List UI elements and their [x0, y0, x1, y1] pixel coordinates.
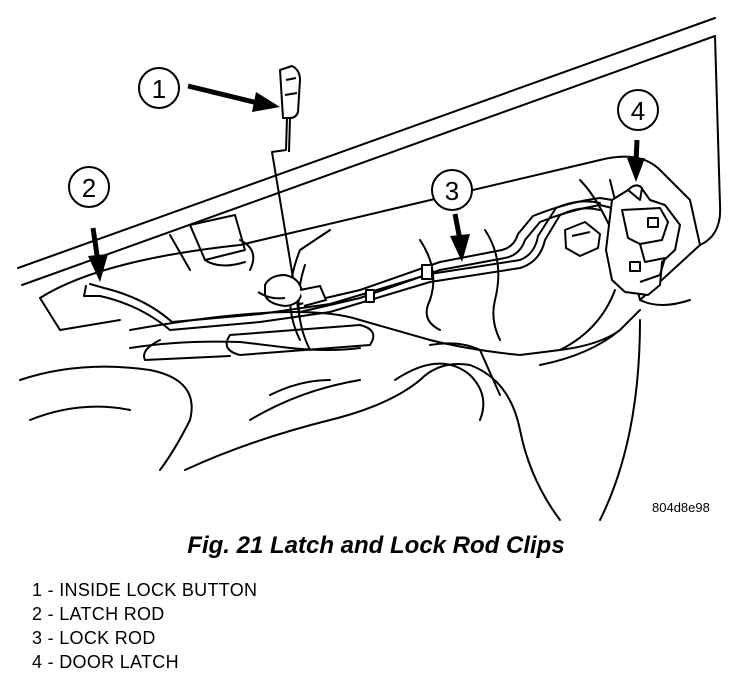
- callout-2: 2: [68, 166, 110, 282]
- legend-separator: -: [42, 604, 60, 624]
- legend-number: 2: [32, 604, 43, 624]
- legend-number: 3: [32, 628, 43, 648]
- legend-item: 4 - DOOR LATCH: [32, 650, 257, 674]
- figure-code: 804d8e98: [652, 500, 710, 515]
- callout-number: 3: [445, 176, 459, 206]
- callout-number: 2: [82, 173, 96, 203]
- callout-legend: 1 - INSIDE LOCK BUTTON 2 - LATCH ROD 3 -…: [32, 578, 257, 674]
- figure-caption: Fig. 21 Latch and Lock Rod Clips: [187, 532, 565, 559]
- arrowhead-icon: [450, 234, 470, 262]
- legend-separator: -: [42, 628, 60, 648]
- legend-text: LOCK ROD: [59, 628, 156, 648]
- door-diagram: 1 2 3 4: [17, 17, 722, 521]
- callout-circle: [68, 166, 110, 208]
- arrowhead-icon: [88, 254, 108, 282]
- legend-text: LATCH ROD: [59, 604, 165, 624]
- inside-lock-button: [271, 65, 301, 321]
- callout-circle: [138, 67, 180, 109]
- arrowhead-icon: [627, 158, 645, 182]
- callout-number: 1: [152, 74, 166, 104]
- callout-3: 3: [431, 169, 473, 262]
- legend-separator: -: [42, 580, 60, 600]
- legend-separator: -: [42, 652, 60, 672]
- lock-rod: [299, 197, 613, 313]
- callout-circle: [617, 89, 659, 131]
- door-latch: [564, 184, 681, 296]
- legend-number: 4: [32, 652, 43, 672]
- legend-item: 3 - LOCK ROD: [32, 626, 257, 650]
- callout-1: 1: [138, 67, 280, 112]
- arrow-right-icon: [187, 83, 263, 107]
- callout-number: 4: [631, 96, 645, 126]
- rod-clip: [257, 273, 328, 308]
- legend-number: 1: [32, 580, 43, 600]
- legend-text: DOOR LATCH: [59, 652, 179, 672]
- arrowhead-icon: [252, 92, 280, 112]
- legend-text: INSIDE LOCK BUTTON: [59, 580, 258, 600]
- callout-4: 4: [617, 89, 659, 182]
- legend-item: 2 - LATCH ROD: [32, 602, 257, 626]
- callout-circle: [431, 169, 473, 211]
- legend-item: 1 - INSIDE LOCK BUTTON: [32, 578, 257, 602]
